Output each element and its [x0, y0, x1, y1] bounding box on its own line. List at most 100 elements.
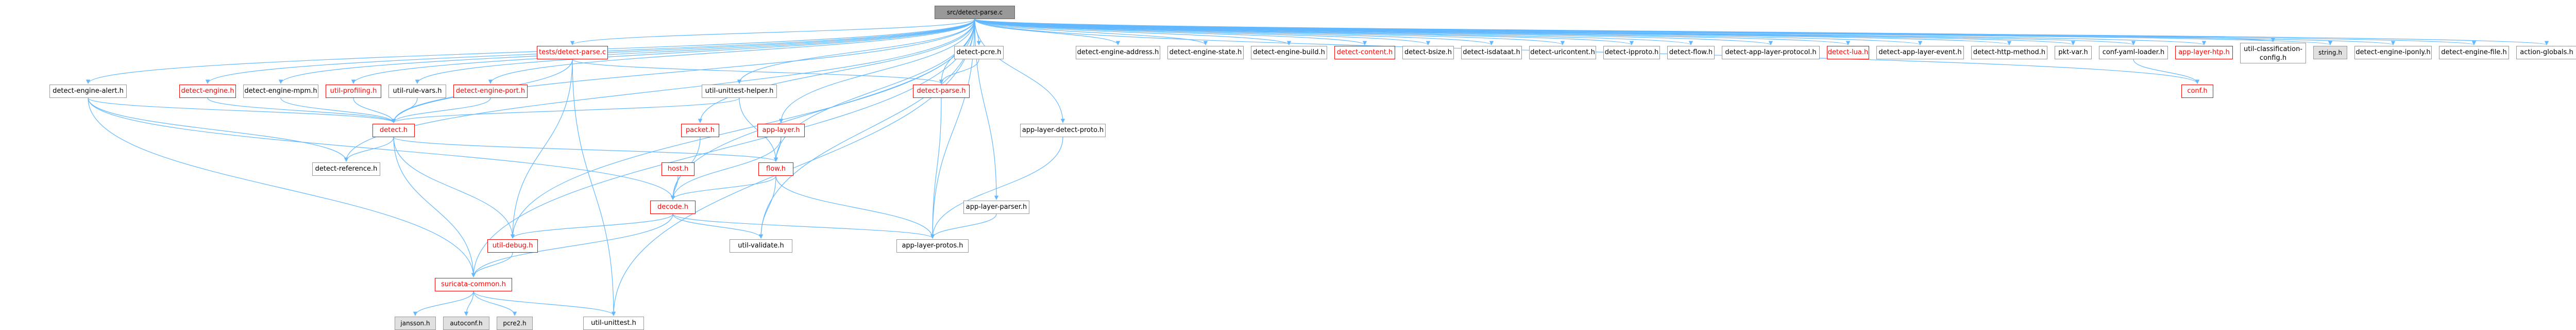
- edge-flow-h-to-decode-h: [670, 175, 776, 200]
- edge-root-to-util-debug: [510, 19, 975, 239]
- graph-node-detect-flow[interactable]: detect-flow.h: [1667, 46, 1715, 59]
- graph-node-conf-yaml-loader[interactable]: conf-yaml-loader.h: [2099, 46, 2168, 59]
- graph-node-detect-engine-file[interactable]: detect-engine-file.h: [2439, 46, 2509, 59]
- graph-node-app-layer-parser[interactable]: app-layer-parser.h: [963, 201, 1029, 214]
- graph-node-detect-content[interactable]: detect-content.h: [1334, 46, 1395, 59]
- graph-node-root[interactable]: src/detect-parse.c: [935, 6, 1015, 19]
- graph-node-detect-engine-mpm[interactable]: detect-engine-mpm.h: [243, 85, 318, 98]
- edge-detect-h-to-flow-h: [393, 137, 778, 162]
- edge-detect-engine-to-detect-h: [207, 97, 396, 123]
- edge-root-to-detect-engine-state: [974, 19, 1208, 45]
- graph-node-detect-http-method[interactable]: detect-http-method.h: [1971, 46, 2047, 59]
- edge-root-to-util-unittest-helper: [737, 19, 975, 84]
- edge-conf-yaml-loader-to-conf-h: [2133, 59, 2200, 84]
- edge-root-to-detect-h: [391, 19, 975, 123]
- graph-node-decode-h[interactable]: decode.h: [650, 201, 696, 214]
- edge-decode-h-to-util-debug: [510, 213, 673, 239]
- edge-tests-detect-parse-to-util-debug: [510, 59, 573, 239]
- graph-node-conf-h[interactable]: conf.h: [2181, 85, 2213, 98]
- edge-root-to-util-unittest: [611, 19, 975, 316]
- graph-node-detect-engine-iponly[interactable]: detect-engine-iponly.h: [2354, 46, 2432, 59]
- graph-node-tests-detect-parse[interactable]: tests/detect-parse.c: [537, 46, 608, 59]
- graph-node-detect-parse-h[interactable]: detect-parse.h: [913, 85, 970, 98]
- edge-root-to-packet-h: [698, 19, 975, 123]
- edge-tests-detect-parse-to-detect-parse-h: [572, 59, 943, 84]
- edge-app-layer-parser-to-app-layer-protos: [930, 213, 997, 239]
- edge-detect-pcre-to-detect-parse-h: [939, 59, 979, 84]
- graph-node-string-h[interactable]: string.h: [2313, 46, 2347, 59]
- edge-detect-h-to-util-debug: [393, 137, 515, 239]
- edge-root-to-detect-engine-mpm: [278, 19, 975, 84]
- graph-node-detect-pcre[interactable]: detect-pcre.h: [954, 46, 1004, 59]
- edge-flow-h-to-app-layer-protos: [775, 175, 935, 239]
- edge-root-to-action-globals: [974, 19, 2549, 45]
- graph-node-util-classification-config[interactable]: util-classification-config.h: [2240, 43, 2306, 63]
- graph-node-detect-engine-alert[interactable]: detect-engine-alert.h: [49, 85, 127, 98]
- edge-detect-h-to-detect-reference: [344, 137, 394, 162]
- graph-node-util-rule-vars[interactable]: util-rule-vars.h: [388, 85, 446, 98]
- edge-tests-detect-parse-to-util-unittest: [572, 59, 616, 316]
- edge-root-to-suricata-common: [471, 19, 975, 277]
- graph-node-app-layer-h[interactable]: app-layer.h: [757, 124, 805, 137]
- edge-decode-h-to-app-layer-protos: [672, 213, 935, 239]
- graph-node-packet-h[interactable]: packet.h: [681, 124, 719, 137]
- graph-node-detect-lua[interactable]: detect-lua.h: [1827, 46, 1869, 59]
- edge-root-to-detect-content: [974, 19, 1367, 45]
- edge-root-to-app-layer-detect-proto: [974, 19, 1065, 123]
- graph-node-detect-reference[interactable]: detect-reference.h: [312, 162, 380, 176]
- graph-node-detect-app-layer-protocol[interactable]: detect-app-layer-protocol.h: [1722, 46, 1820, 59]
- graph-edges: [86, 19, 2549, 316]
- edge-detect-engine-alert-to-detect-reference: [88, 97, 349, 162]
- edge-suricata-common-to-jansson-h: [413, 291, 474, 316]
- edge-root-to-detect-isdataat: [974, 19, 1494, 45]
- edge-root-to-util-rule-vars: [415, 19, 975, 84]
- graph-node-app-layer-protos[interactable]: app-layer-protos.h: [896, 239, 969, 253]
- edge-util-profiling-to-detect-h: [353, 97, 396, 123]
- graph-node-pcre2-h[interactable]: pcre2.h: [497, 317, 533, 330]
- edge-root-to-detect-engine-address: [974, 19, 1121, 45]
- graph-node-app-layer-htp[interactable]: app-layer-htp.h: [2175, 46, 2233, 59]
- graph-node-detect-uricontent[interactable]: detect-uricontent.h: [1529, 46, 1596, 59]
- edge-flow-h-to-util-validate: [758, 175, 776, 239]
- graph-node-util-validate[interactable]: util-validate.h: [730, 239, 792, 253]
- edge-app-layer-detect-proto-to-app-layer-protos: [930, 137, 1063, 239]
- edge-detect-engine-alert-to-suricata-common: [88, 97, 476, 277]
- graph-node-detect-ipproto[interactable]: detect-ipproto.h: [1603, 46, 1660, 59]
- graph-node-detect-engine-state[interactable]: detect-engine-state.h: [1167, 46, 1244, 59]
- edge-detect-engine-mpm-to-detect-h: [280, 97, 396, 123]
- graph-node-detect-engine[interactable]: detect-engine.h: [179, 85, 236, 98]
- graph-node-util-debug[interactable]: util-debug.h: [487, 239, 538, 253]
- edge-decode-h-to-suricata-common: [471, 213, 673, 277]
- edge-root-to-util-profiling: [351, 19, 975, 84]
- edge-app-layer-h-to-decode-h: [670, 137, 782, 200]
- graph-node-util-unittest-helper[interactable]: util-unittest-helper.h: [702, 85, 777, 98]
- graph-node-action-globals[interactable]: action-globals.h: [2516, 46, 2576, 59]
- edge-util-unittest-helper-to-detect-h: [392, 97, 740, 123]
- graph-node-app-layer-detect-proto[interactable]: app-layer-detect-proto.h: [1020, 124, 1106, 137]
- graph-node-jansson-h[interactable]: jansson.h: [395, 317, 436, 330]
- graph-node-detect-bsize[interactable]: detect-bsize.h: [1402, 46, 1454, 59]
- graph-node-autoconf-h[interactable]: autoconf.h: [443, 317, 489, 330]
- edge-suricata-common-to-autoconf-h: [464, 291, 474, 316]
- edge-detect-engine-alert-to-detect-h: [88, 97, 396, 123]
- graph-node-suricata-common[interactable]: suricata-common.h: [435, 278, 512, 291]
- edge-root-to-detect-engine-alert: [86, 19, 975, 84]
- graph-node-flow-h[interactable]: flow.h: [758, 162, 793, 176]
- graph-node-detect-h[interactable]: detect.h: [372, 124, 415, 137]
- graph-node-host-h[interactable]: host.h: [662, 162, 694, 176]
- graph-node-detect-app-layer-event[interactable]: detect-app-layer-event.h: [1876, 46, 1964, 59]
- edge-root-to-tests-detect-parse: [570, 19, 975, 45]
- graph-node-util-unittest[interactable]: util-unittest.h: [583, 317, 644, 330]
- edge-suricata-common-to-pcre2-h: [473, 291, 517, 316]
- graph-node-util-profiling[interactable]: util-profiling.h: [326, 85, 381, 98]
- graph-node-detect-engine-port[interactable]: detect-engine-port.h: [453, 85, 528, 98]
- edge-root-to-app-layer-h: [778, 19, 975, 123]
- graph-node-detect-isdataat[interactable]: detect-isdataat.h: [1461, 46, 1522, 59]
- graph-node-detect-engine-build[interactable]: detect-engine-build.h: [1251, 46, 1327, 59]
- edge-util-debug-to-suricata-common: [471, 252, 513, 277]
- graph-node-pkt-var[interactable]: pkt-var.h: [2055, 46, 2092, 59]
- edge-suricata-common-to-util-unittest: [473, 291, 616, 316]
- edge-root-to-detect-bsize: [974, 19, 1430, 45]
- graph-node-detect-engine-address[interactable]: detect-engine-address.h: [1076, 46, 1160, 59]
- edge-detect-parse-h-to-app-layer-protos: [930, 97, 942, 239]
